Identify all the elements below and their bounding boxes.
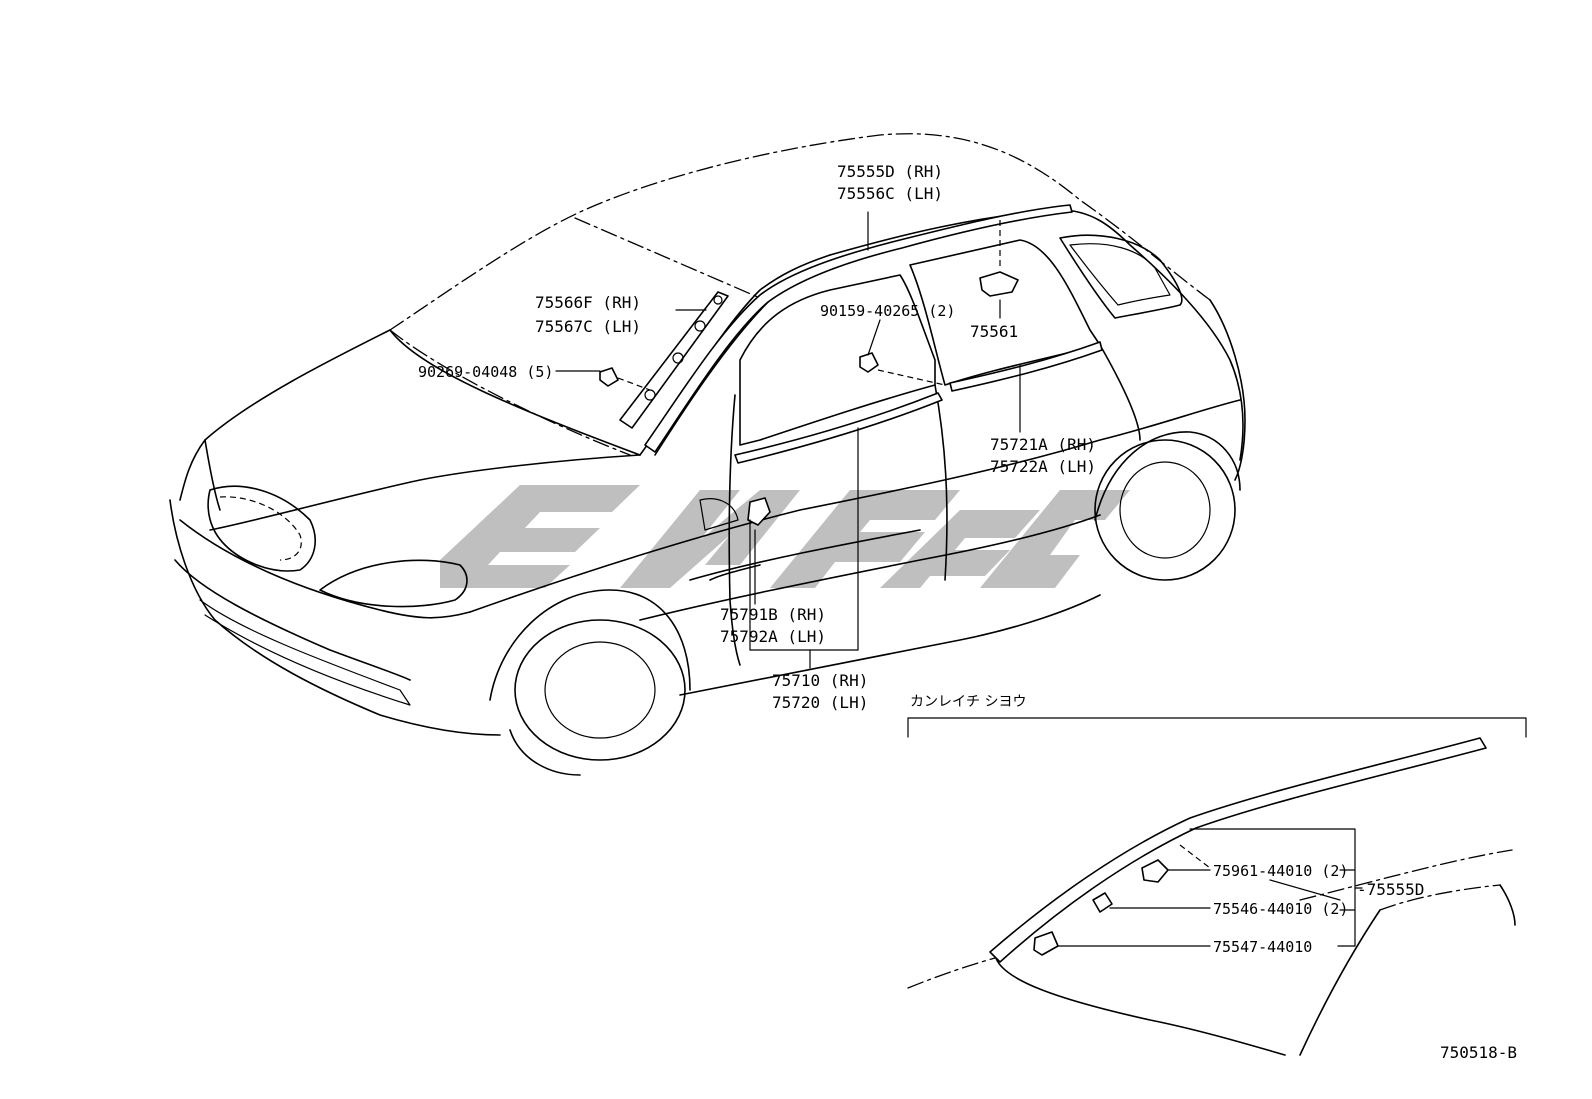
label-windshield-clip: 90269-04048 (5): [418, 363, 553, 381]
screw-part: [599, 352, 879, 387]
detail-item-1: 75961-44010 (2): [1213, 862, 1348, 880]
belt-clip-part: [747, 497, 771, 526]
front-belt-molding-part: [734, 392, 943, 464]
label-roof-molding-rh: 75555D (RH): [837, 162, 943, 181]
label-rear-belt-molding-lh: 75722A (LH): [990, 457, 1096, 476]
detail-assembly: -75555D: [1357, 880, 1424, 899]
windshield-retainer-part: [619, 291, 729, 429]
watermark-logo: emex: [440, 485, 1130, 588]
label-windshield-retainer-lh: 75567C (LH): [535, 317, 641, 336]
label-front-belt-molding-rh: 75710 (RH): [772, 671, 868, 690]
label-belt-clip-rh: 75791B (RH): [720, 605, 826, 624]
detail-item-3: 75547-44010: [1213, 938, 1312, 956]
roof-molding-part: [644, 204, 1073, 453]
label-roof-clip: 75561: [970, 322, 1018, 341]
label-roof-molding-lh: 75556C (LH): [837, 184, 943, 203]
label-rear-belt-molding-rh: 75721A (RH): [990, 435, 1096, 454]
leader-lines: [555, 211, 1021, 669]
detail-inset: カンレイチ シヨウ 75961-44010 (2) 75546-44010 (2…: [907, 694, 1527, 1056]
label-front-belt-molding-lh: 75720 (LH): [772, 693, 868, 712]
car-outline: [169, 133, 1246, 776]
main-labels: 75555D (RH) 75556C (LH) 75566F (RH) 7556…: [418, 162, 1096, 712]
figure-code: 750518-B: [1440, 1043, 1517, 1062]
detail-item-2: 75546-44010 (2): [1213, 900, 1348, 918]
roof-clip-part: [979, 271, 1019, 297]
label-roof-screw: 90159-40265 (2): [820, 302, 955, 320]
label-belt-clip-lh: 75792A (LH): [720, 627, 826, 646]
detail-title: カンレイチ シヨウ: [910, 694, 1026, 710]
rear-belt-molding-part: [949, 341, 1103, 392]
label-windshield-retainer-rh: 75566F (RH): [535, 293, 641, 312]
